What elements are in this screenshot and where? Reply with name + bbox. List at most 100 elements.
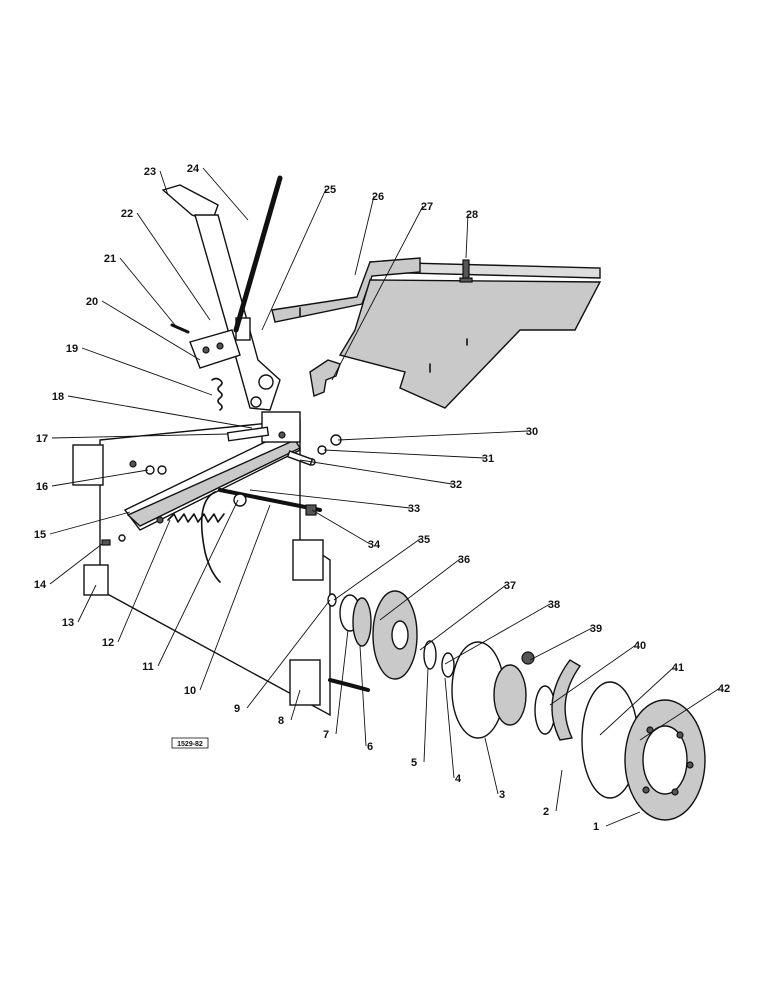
leader-12 bbox=[117, 519, 171, 643]
callout-39: 39 bbox=[590, 623, 602, 635]
leader-13 bbox=[77, 584, 97, 623]
callout-18: 18 bbox=[52, 391, 64, 403]
leader-22 bbox=[136, 212, 211, 321]
callout-9: 9 bbox=[234, 703, 240, 715]
callout-23: 23 bbox=[144, 166, 156, 178]
leader-14 bbox=[49, 543, 103, 585]
rod-8 bbox=[328, 678, 370, 692]
hub-assembly bbox=[327, 590, 706, 821]
leader-18 bbox=[67, 395, 253, 429]
callout-40: 40 bbox=[634, 640, 646, 652]
callout-22: 22 bbox=[121, 208, 133, 220]
callout-2: 2 bbox=[543, 806, 549, 818]
callout-6: 6 bbox=[367, 741, 373, 753]
leader-9 bbox=[246, 599, 331, 709]
leader-35 bbox=[333, 538, 421, 601]
leader-15 bbox=[49, 511, 131, 535]
bracket-27 bbox=[309, 359, 341, 397]
callout-12: 12 bbox=[102, 637, 114, 649]
leader-24 bbox=[202, 167, 249, 221]
leader-2 bbox=[555, 769, 563, 812]
callout-32: 32 bbox=[450, 479, 462, 491]
leader-19 bbox=[81, 347, 213, 396]
leader-34 bbox=[311, 509, 371, 545]
bolt-17 bbox=[226, 426, 270, 442]
callout-37: 37 bbox=[504, 580, 516, 592]
leader-6 bbox=[359, 645, 367, 747]
callout-33: 33 bbox=[408, 503, 420, 515]
washers-14-16 bbox=[101, 465, 167, 546]
leader-20 bbox=[101, 300, 201, 361]
hinge-block-20 bbox=[170, 323, 241, 369]
callout-25: 25 bbox=[324, 184, 336, 196]
leader-1 bbox=[605, 811, 641, 827]
callout-41: 41 bbox=[672, 662, 684, 674]
leader-40 bbox=[549, 644, 637, 706]
leader-lines bbox=[49, 167, 721, 827]
diagram-code: 1529-82 bbox=[177, 741, 203, 748]
leader-10 bbox=[199, 504, 271, 691]
callout-17: 17 bbox=[36, 433, 48, 445]
callout-34: 34 bbox=[368, 539, 381, 551]
leader-36 bbox=[379, 558, 461, 621]
callout-5: 5 bbox=[411, 757, 417, 769]
callout-13: 13 bbox=[62, 617, 74, 629]
leader-23 bbox=[159, 170, 169, 196]
leader-42 bbox=[639, 687, 721, 741]
callout-7: 7 bbox=[323, 729, 329, 741]
leader-4 bbox=[444, 677, 455, 779]
leader-8 bbox=[290, 689, 301, 721]
rod-10-11 bbox=[200, 488, 322, 583]
callout-36: 36 bbox=[458, 554, 470, 566]
leader-26 bbox=[354, 195, 375, 276]
leader-30 bbox=[337, 430, 529, 441]
callout-11: 11 bbox=[142, 661, 154, 673]
spring-12 bbox=[167, 513, 225, 523]
callout-20: 20 bbox=[86, 296, 98, 308]
leader-28 bbox=[465, 213, 469, 259]
leader-11 bbox=[157, 499, 239, 667]
callout-31: 31 bbox=[482, 453, 494, 465]
leader-27 bbox=[331, 205, 424, 381]
callout-26: 26 bbox=[372, 191, 384, 203]
pedal-assembly bbox=[161, 175, 283, 411]
leader-37 bbox=[419, 584, 507, 651]
callout-4: 4 bbox=[455, 773, 462, 785]
callout-21: 21 bbox=[104, 253, 116, 265]
callout-27: 27 bbox=[421, 201, 433, 213]
callout-1: 1 bbox=[593, 821, 599, 833]
leader-5 bbox=[423, 667, 429, 763]
leader-21 bbox=[119, 257, 176, 326]
leader-39 bbox=[529, 627, 593, 661]
callout-35: 35 bbox=[418, 534, 430, 546]
callout-16: 16 bbox=[36, 481, 48, 493]
callout-28: 28 bbox=[466, 209, 478, 221]
leader-38 bbox=[444, 603, 551, 665]
nuts-30-34 bbox=[286, 434, 342, 516]
callout-3: 3 bbox=[499, 789, 505, 801]
callout-38: 38 bbox=[548, 599, 560, 611]
leader-32 bbox=[299, 459, 453, 485]
leader-3 bbox=[484, 737, 499, 795]
callout-8: 8 bbox=[278, 715, 284, 727]
leader-41 bbox=[599, 666, 675, 736]
callout-30: 30 bbox=[526, 426, 538, 438]
spring-19 bbox=[211, 377, 223, 411]
leader-25 bbox=[261, 188, 327, 331]
leader-17 bbox=[51, 433, 229, 439]
callout-15: 15 bbox=[34, 529, 46, 541]
callout-10: 10 bbox=[184, 685, 196, 697]
bolt-28 bbox=[459, 259, 473, 283]
leader-33 bbox=[249, 489, 411, 509]
callout-24: 24 bbox=[187, 163, 200, 175]
leader-16 bbox=[51, 469, 149, 487]
callout-42: 42 bbox=[718, 683, 730, 695]
main-frame bbox=[72, 411, 331, 717]
callout-14: 14 bbox=[34, 579, 47, 591]
diagram-code-tag: 1529-82 bbox=[171, 737, 209, 749]
leader-7 bbox=[335, 629, 349, 735]
leader-31 bbox=[323, 449, 485, 459]
